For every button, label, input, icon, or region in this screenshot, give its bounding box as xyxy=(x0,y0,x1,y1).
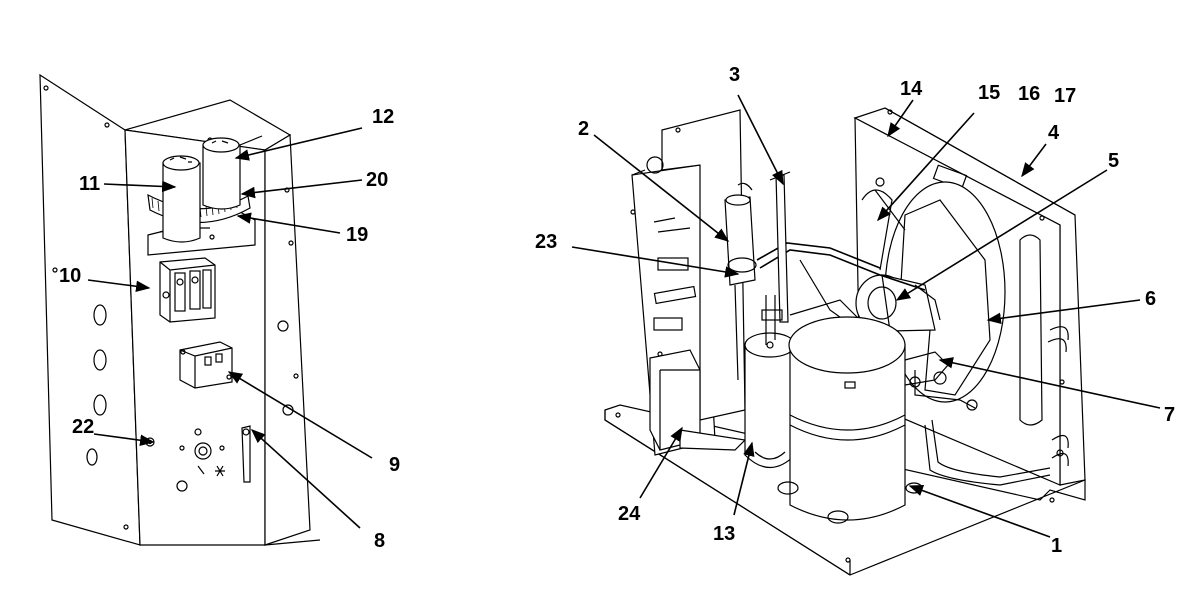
callout-17: 17 xyxy=(1054,85,1076,107)
leader-20 xyxy=(240,179,363,199)
callout-8: 8 xyxy=(374,530,385,552)
callout-14: 14 xyxy=(900,78,923,100)
thermostat-bulb xyxy=(241,425,251,483)
callout-12: 12 xyxy=(372,106,394,128)
leader-13 xyxy=(733,441,755,516)
leader-23 xyxy=(571,246,740,278)
callout-9: 9 xyxy=(389,454,400,476)
leader-12 xyxy=(234,127,363,161)
callout-5: 5 xyxy=(1108,150,1119,172)
switch-knob xyxy=(194,442,212,460)
leader-lines xyxy=(87,94,1161,538)
leader-7 xyxy=(938,357,1161,409)
callout-13: 13 xyxy=(713,523,735,545)
condensing-unit-assembly xyxy=(604,107,1086,576)
callout-19: 19 xyxy=(346,224,368,246)
leader-11 xyxy=(103,180,177,193)
callout-15: 15 xyxy=(978,82,1000,104)
callout-20: 20 xyxy=(366,169,388,191)
control-panel-assembly xyxy=(39,73,321,546)
leader-8 xyxy=(250,429,361,529)
run-capacitor xyxy=(202,144,241,210)
callout-16: 16 xyxy=(1018,83,1040,105)
callout-10: 10 xyxy=(59,265,81,287)
callout-2: 2 xyxy=(578,118,589,140)
leader-2 xyxy=(593,134,730,242)
callout-23: 23 xyxy=(535,231,557,253)
leader-6 xyxy=(986,299,1141,325)
leader-3 xyxy=(737,94,784,186)
callout-3: 3 xyxy=(729,64,740,86)
filter-drier xyxy=(724,182,757,381)
leader-5 xyxy=(895,169,1108,301)
leader-1 xyxy=(908,485,1051,538)
callout-11: 11 xyxy=(79,173,100,195)
callout-1: 1 xyxy=(1051,535,1062,557)
callout-labels: 12 11 20 19 10 9 22 8 3 2 23 14 15 16 17… xyxy=(59,64,1175,557)
leader-19 xyxy=(236,212,341,234)
receiver-tank xyxy=(744,332,796,469)
compressor xyxy=(777,316,923,524)
leader-9 xyxy=(227,371,373,459)
callout-6: 6 xyxy=(1145,288,1156,310)
leader-22 xyxy=(93,433,155,446)
start-relay xyxy=(179,341,233,389)
callout-24: 24 xyxy=(618,503,641,525)
leader-24 xyxy=(639,426,683,499)
leader-15 xyxy=(877,112,975,222)
start-capacitor xyxy=(162,162,201,243)
service-valve xyxy=(775,174,789,323)
right-flange xyxy=(264,133,311,546)
contactor xyxy=(159,257,216,323)
leader-4 xyxy=(1021,143,1047,178)
leader-10 xyxy=(87,279,151,293)
leader-14 xyxy=(887,99,914,138)
callout-4: 4 xyxy=(1048,122,1060,144)
callout-7: 7 xyxy=(1164,404,1175,426)
callout-22: 22 xyxy=(72,416,94,438)
